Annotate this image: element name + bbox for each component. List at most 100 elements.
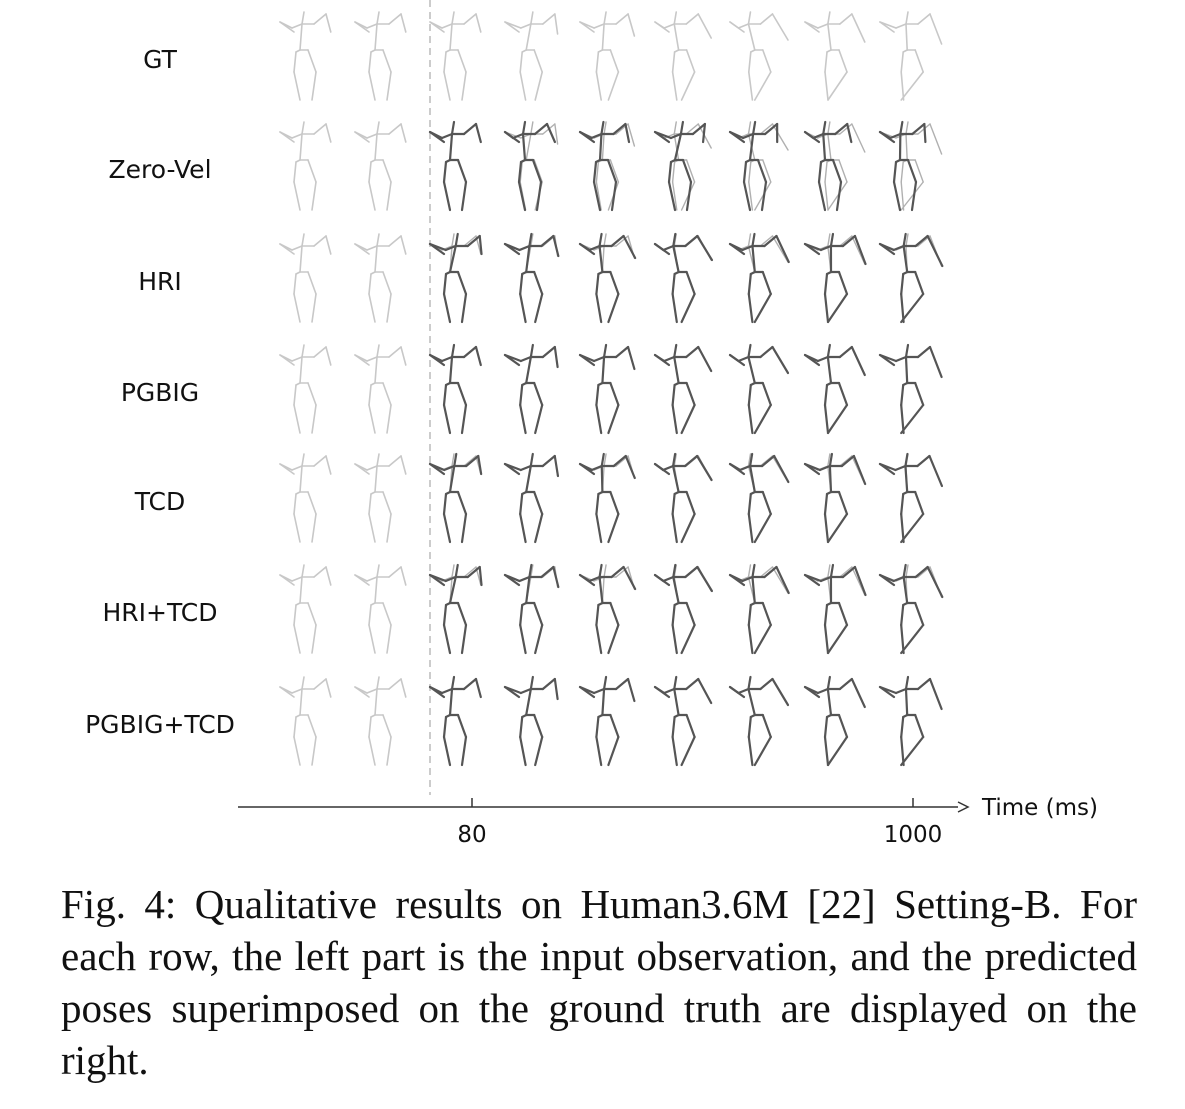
pose-r6-f4-pred-bone-5 [614,677,630,691]
pose-r0-f5-bone-5 [685,13,700,25]
pose-r2-f4-pred-bone-5 [610,234,625,248]
pose-r2-f8-pred-bone-5 [914,234,929,248]
pose-r4-f3-pred-bone-11 [519,512,527,544]
pose-r4-f7-pred-bone-7 [828,464,833,494]
pose-r6-f2-pred-bone-7 [448,687,454,717]
pose-r2-f6-pred-bone-7 [751,244,756,274]
pose-r3-f6-pred-bone-7 [747,355,756,385]
pose-r4-f3-pred-bone-6 [553,454,560,478]
pose-r6-f2-pred-bone-4 [428,685,446,699]
pose-r6-f7-pred-bone-12 [837,713,849,739]
pose-r2-f1-bone-1 [366,245,378,251]
pose-r2-f7-pred-bone-4 [803,242,821,256]
pose-r5-f7-pred-bone-0 [829,563,835,579]
pose-r2-f3-pred-bone-4 [503,242,521,256]
pose-r6-f1-bone-7 [374,688,378,716]
pose-r2-f0-bone-4 [279,243,295,255]
pose-r3-f2-pred-bone-13 [460,403,468,435]
pose-r3-f0-bone-12 [307,382,317,406]
pose-r0-f3-bone-1 [520,23,532,29]
pose-r1-f0-bone-12 [307,159,317,183]
pose-r6-f4-pred-bone-1 [592,687,606,695]
pose-r4-f6-pred-bone-1 [739,464,752,472]
pose-r0-f1-bone-12 [382,49,392,73]
pose-r2-f0-bone-7 [299,245,303,273]
pose-r0-f1-bone-1 [366,23,378,29]
pose-r4-f7-pred-bone-4 [803,462,821,476]
pose-r3-f8-pred [878,343,943,435]
pose-r0-f8-bone-1 [895,23,907,29]
pose-r1-f8-pred-bone-1 [889,132,902,140]
pose-r2-f3-pred-bone-1 [518,244,531,252]
pose-r3-f5-pred-bone-4 [653,353,671,367]
figure: GT Zero-Vel HRI PGBIG TCD HRI+TCD PGBIG+… [85,0,1098,848]
pose-r3-f4-pred-bone-7 [601,355,606,385]
pose-r1-f4-pred [578,120,631,212]
pose-r5-f8-pred-bone-12 [914,601,925,627]
pose-r3-f5-pred-bone-5 [685,345,700,359]
pose-grid: 80 1000 Time (ms) [238,0,1098,848]
pose-r4-f0-bone-12 [307,491,317,515]
pose-r2-f6-pred [728,232,790,324]
pose-r6-f5-pred-bone-13 [680,735,696,767]
pose-r2-f0 [279,233,332,323]
pose-r2-f2-gt-bone-0 [451,233,455,247]
pose-r5-f7-gt-bone-5 [839,566,853,578]
pose-r3-f3-pred-bone-12 [533,381,544,407]
pose-r4-f1-bone-10 [368,493,372,515]
pose-r4-f3-pred-bone-12 [533,490,544,516]
row-label-tcd: TCD [134,487,186,516]
pose-r3-f5-pred-bone-13 [680,403,696,435]
pose-r0-f2-bone-1 [441,23,453,29]
pose-r6-f1-bone-12 [382,714,392,738]
pose-r5-f0-bone-0 [301,564,305,578]
pose-r6-f3-pred-bone-0 [529,675,534,691]
pose-r5-f5-pred-bone-11 [671,623,678,655]
pose-r6-f2-pred-bone-6 [474,677,482,699]
pose-r6-f1 [354,676,407,766]
pose-r1-f0-bone-13 [311,181,317,211]
pose-r5-f4-pred-bone-0 [598,563,603,579]
pose-r6-f5-pred-bone-1 [663,687,676,695]
pose-r3-f0-bone-4 [279,354,295,366]
pose-r4-f4-gt-bone-0 [603,453,607,467]
pose-r5-f3-pred-bone-10 [519,603,524,627]
pose-r5-f1-bone-13 [386,624,392,654]
tick-label-80: 80 [457,822,486,848]
pose-r4-f5-pred-bone-1 [661,464,675,472]
tick-label-1000: 1000 [884,822,943,848]
pose-r5-f8-pred-bone-10 [900,603,905,627]
pose-r4-f8-pred-bone-4 [878,462,896,476]
pose-r4-f6-pred-bone-7 [749,464,756,494]
pose-r1-f6-gt-bone-13 [754,181,772,211]
pose-r0-f7 [804,11,866,101]
pose-r6-f8-pred-bone-11 [900,735,905,767]
pose-r3-f7-pred-bone-5 [838,345,853,359]
pose-r1-f5-gt-bone-11 [671,181,678,211]
pose-r2-f8-pred-bone-10 [900,272,905,296]
pose-r5-f4-pred-bone-13 [607,623,620,655]
pose-r4-f8-pred-bone-1 [894,464,907,472]
pose-r3-f1-bone-11 [368,404,376,434]
pose-r5-f3-pred [503,563,560,655]
pose-r2-f1-bone-7 [374,245,378,273]
pose-r5-f4-pred-bone-12 [609,601,620,627]
pose-r4-f1-bone-7 [374,465,378,493]
pose-r4-f8-pred-bone-10 [900,492,905,516]
pose-r1-f8-gt-bone-0 [905,121,909,135]
pose-r0-f8-bone-7 [905,23,909,51]
pose-r1-f3-gt [504,121,559,211]
pose-r4-f3-pred-bone-5 [541,454,556,468]
pose-r0-f4-bone-12 [609,49,620,73]
pose-r2-f5-pred-bone-0 [672,232,677,248]
pose-r1-f2-pred-bone-7 [448,132,454,162]
pose-r4-f6-pred-bone-11 [747,512,754,544]
pose-r5-f5-pred-bone-1 [662,575,675,583]
pose-r1-f0-bone-6 [325,123,332,143]
pose-r2-f1-bone-10 [368,273,372,295]
pose-r0-f2-bone-13 [461,71,467,101]
pose-r4-f6-pred-bone-12 [761,490,772,516]
pose-r5-f7-pred-bone-13 [826,623,849,655]
pose-r4-f4-pred-bone-5 [612,454,627,468]
pose-r1-f0-bone-11 [293,181,301,211]
